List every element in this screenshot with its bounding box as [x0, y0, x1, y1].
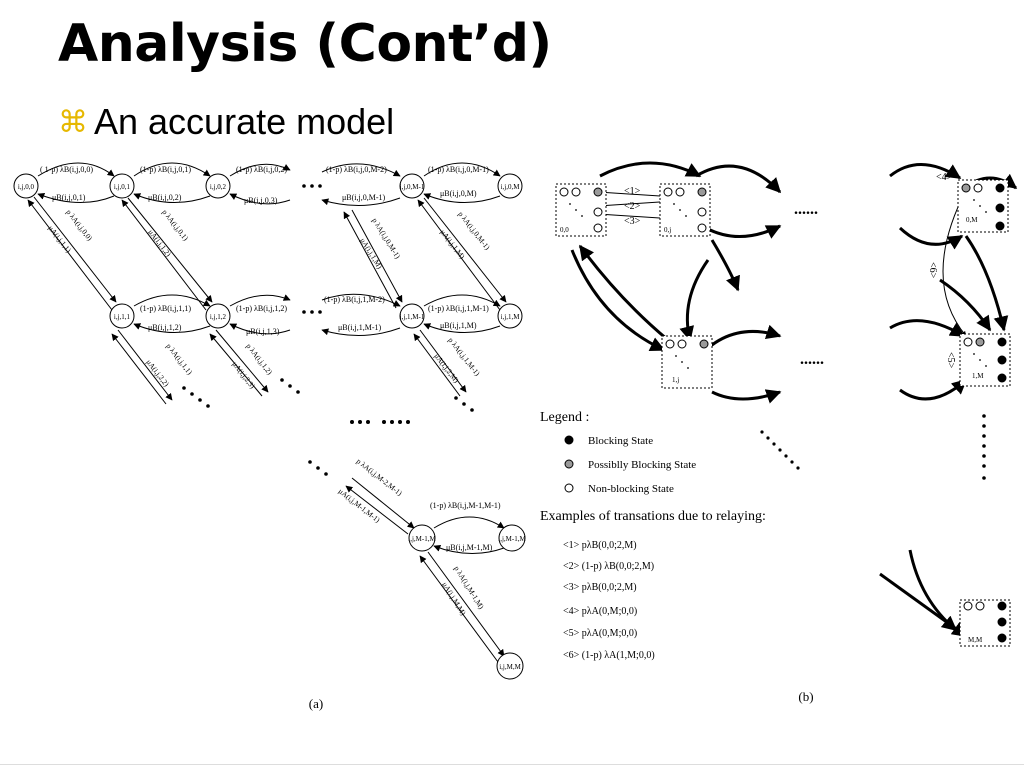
bottom-divider: [0, 764, 1024, 765]
state-label: 0,0: [560, 226, 569, 234]
arc-label: p λA(i,j,0,0): [64, 208, 94, 243]
node-label: i,j,1,2: [210, 313, 227, 321]
command-key-icon: ⌘: [58, 104, 88, 140]
transition-tag: <1>: [624, 186, 641, 197]
example-item: <2> (1-p) λB(0,0;2,M): [563, 561, 654, 572]
node-label: i,j,0,0: [18, 183, 35, 191]
transition-tag: <3>: [624, 216, 641, 227]
non-blocking-marker: [564, 483, 574, 493]
blocking-state-marker: [564, 435, 574, 445]
node-label: i,j,M-1,M: [408, 535, 436, 543]
transition-tag: <2>: [624, 201, 641, 212]
arc-label: (1-p) λB(i,j,1,1): [140, 304, 191, 313]
node-label: i,j,0,M-1: [400, 183, 425, 191]
arc-label: μA(i,j,1,M): [358, 236, 384, 271]
arc-label: (1-p) λB(i,j,0,1): [140, 165, 191, 174]
transition-tag: <6>: [927, 262, 938, 279]
figure-b: 0,0 0,j 0,M 1,j 1,M M,M <1> <2> <3> <4> …: [540, 161, 1018, 704]
arc-label: μB(i,j,M-1,M): [446, 543, 493, 552]
arc-label: μA(i,j,2,M): [432, 352, 461, 385]
node-label: i,j,1,M-1: [400, 313, 425, 321]
transition-tag: <4>: [936, 172, 953, 183]
arc-label: p λA(i,j,1,2): [244, 342, 274, 377]
node-label: i,j,M,M: [499, 663, 521, 671]
arc-label: μA(i,j,2,2): [144, 358, 171, 389]
state-label: 0,M: [966, 216, 978, 224]
legend-title: Legend :: [540, 410, 589, 425]
bullet-item: ⌘ An accurate model: [58, 100, 394, 144]
figure-a-caption: (a): [309, 696, 323, 711]
example-item: <6> (1-p) λA(1,M;0,0): [563, 650, 655, 661]
node-label: i,j,1,1: [114, 313, 131, 321]
examples: Examples of transations due to relaying:…: [540, 509, 766, 661]
ellipsis: ......: [794, 201, 818, 218]
figure-b-caption: (b): [798, 689, 813, 704]
example-item: <3> pλB(0,0;2,M): [563, 582, 637, 593]
arc-label: (1-p) λB(i,j,M-1,M-1): [430, 501, 501, 510]
arc-label: μB(i,j,0,M-1): [342, 193, 386, 202]
arc-label: (1-p) λB(i,j,0,M-2): [326, 165, 387, 174]
state-label: 0,j: [664, 226, 671, 234]
arc-label: (1-p) λB(i,j,1,2): [236, 304, 287, 313]
node-label: i,j,0,M: [501, 183, 521, 191]
node-label: i,j,0,1: [114, 183, 131, 191]
arc-label: μB(i,j,1,M-1): [338, 323, 382, 332]
arc-label: μB(i,j,0,1): [52, 193, 86, 202]
arc-label: (1-p) λB(i,j,0,M-1): [428, 165, 489, 174]
arc-label: p λA(i,j,0,1): [160, 208, 190, 243]
bullet-text: An accurate model: [94, 101, 395, 142]
arc-label: (1-p) λB(i,j,1,M-2): [324, 295, 385, 304]
transition-tag: <5>: [945, 352, 956, 369]
examples-title: Examples of transations due to relaying:: [540, 509, 766, 524]
ellipsis: ......: [800, 351, 824, 368]
state-label: 1,j: [672, 376, 679, 384]
example-item: <1> pλB(0,0;2,M): [563, 540, 637, 551]
arc-label: (1-p) λB(i,j,1,M-1): [428, 304, 489, 313]
state-label: 1,M: [972, 372, 984, 380]
arc-label: p λA(i,j,M-2,M-1): [355, 456, 405, 497]
state-label: M,M: [968, 636, 983, 644]
node-label: i,j,M-1,M: [498, 535, 526, 543]
node-label: i,j,1,M: [501, 313, 521, 321]
legend: Legend : Blocking State Possiblly Blocki…: [540, 410, 696, 495]
figure-a: i,j,0,0 i,j,0,1 i,j,0,2 i,j,0,M-1 i,j,0,…: [13, 162, 526, 711]
legend-blocking: Blocking State: [588, 435, 653, 447]
possibly-blocking-marker: [564, 459, 574, 469]
arc-label: p λA(i,j,1,1): [164, 342, 194, 377]
slide-title: Analysis (Cont’d): [58, 14, 552, 74]
legend-nonblocking: Non-blocking State: [588, 483, 674, 495]
arc-label: μB(i,j,0,M): [440, 189, 477, 198]
arc-label: μB(i,j,1,3): [246, 327, 280, 336]
arc-label: μB(i,j,1,M): [440, 321, 477, 330]
arc-label: μA(i,j,M-1,M-1): [337, 486, 382, 524]
arc-label: μB(i,j,0,3): [244, 196, 278, 205]
arc-label: μA(i,j,1,2): [146, 228, 173, 259]
arc-label: ( 1-p) λB(i,j,0,0): [40, 165, 93, 174]
arc-label: (1-p) λB(i,j,0,2): [236, 165, 287, 174]
example-item: <5> pλA(0,M;0,0): [563, 628, 637, 639]
arc-label: μB(i,j,1,2): [148, 323, 182, 332]
arc-label: μB(i,j,0,2): [148, 193, 182, 202]
node-label: i,j,0,2: [210, 183, 227, 191]
arc-label: μA(i,j,1,M): [438, 228, 467, 261]
example-item: <4> pλA(0,M;0,0): [563, 606, 637, 617]
legend-possibly: Possiblly Blocking State: [588, 459, 696, 471]
arc-label: μA(i,j,1,1): [46, 224, 73, 255]
